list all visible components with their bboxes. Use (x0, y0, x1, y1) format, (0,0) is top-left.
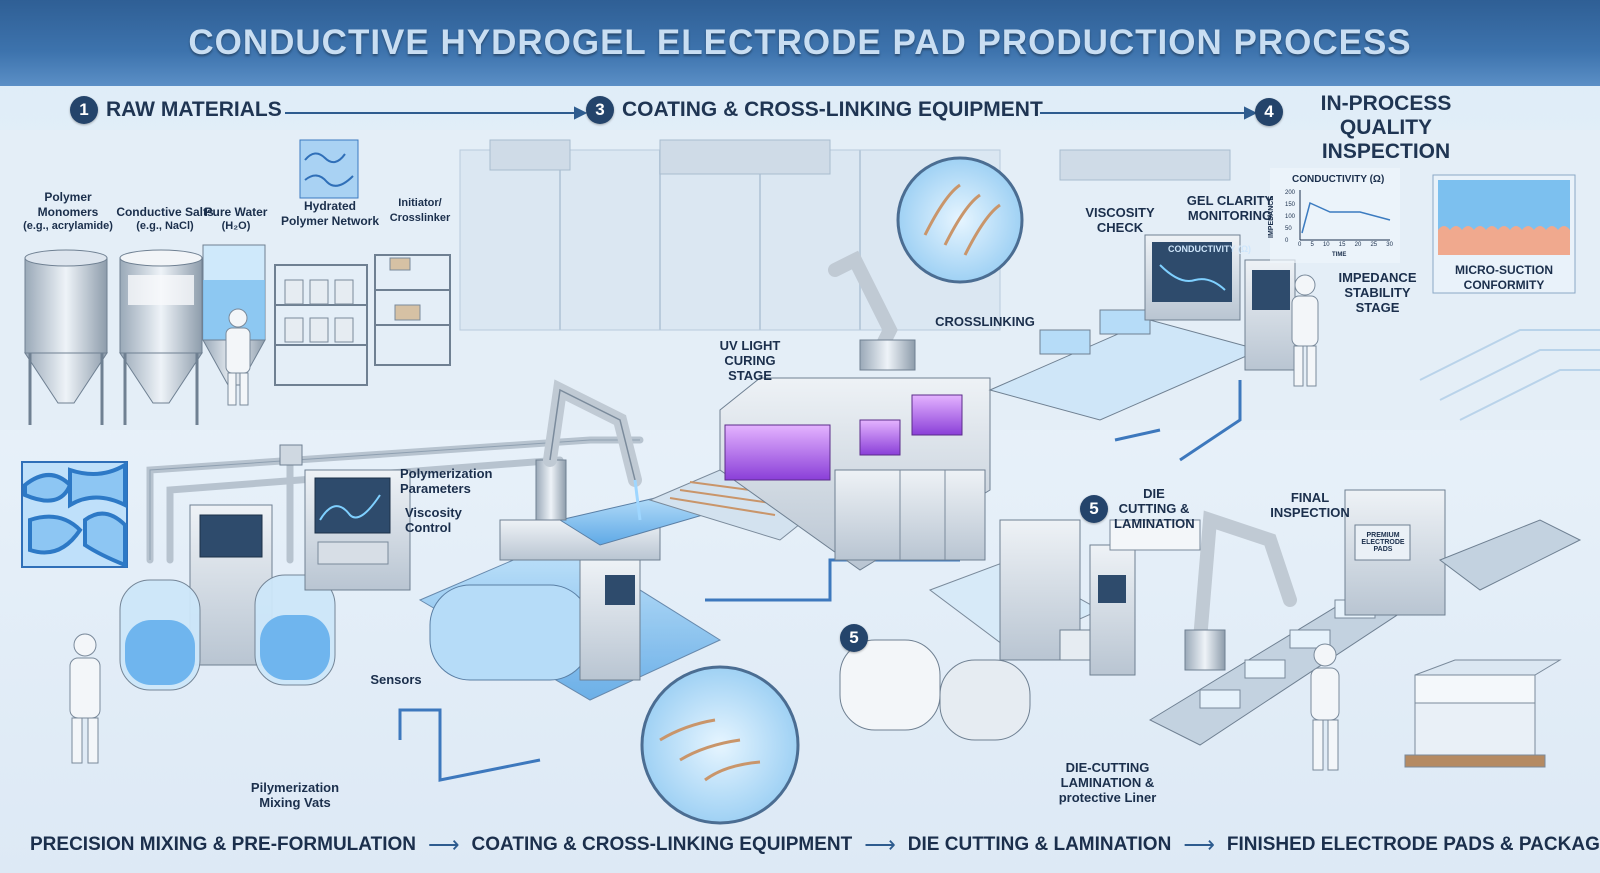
water-name: Pure Water (204, 205, 268, 219)
label-sensors: Sensors (370, 672, 422, 687)
screen-title: CONDUCTIVITY (Ω) (1168, 244, 1252, 254)
y-tick: 200 (1285, 190, 1296, 196)
label-uv-curing: UV LIGHT CURING STAGE (719, 338, 781, 383)
label-network: Hydrated Polymer Network (280, 199, 380, 228)
bottom-flow: PRECISION MIXING & PRE-FORMULATION ⟶ COA… (30, 832, 1600, 858)
salts-name: Conductive Salts (116, 205, 214, 219)
y-tick: 50 (1285, 226, 1292, 232)
arrow-right-icon: ⟶ (1183, 832, 1215, 857)
x-tick: 30 (1386, 242, 1393, 248)
label-mixing-vats: Pilymerization Mixing Vats (250, 780, 340, 810)
label-polymer: Polymer Monomers (e.g., acrylamide) (18, 190, 118, 233)
chart-title: CONDUCTIVITY (Ω) (1292, 174, 1385, 185)
x-tick: 25 (1370, 242, 1378, 248)
chart-xlabel: TIME (1332, 252, 1347, 258)
die-cutting-marker: 5 (840, 624, 868, 652)
label-initiator: Initiator/ Crosslinker (389, 197, 451, 224)
step-label: IN-PROCESS QUALITY INSPECTION (1320, 92, 1452, 163)
step-inspection: 4 IN-PROCESS QUALITY INSPECTION (1255, 92, 1555, 164)
step-label: COATING & CROSS-LINKING EQUIPMENT (622, 98, 1043, 121)
label-viscosity-control: Viscosity Control (405, 505, 462, 535)
x-tick: 10 (1322, 242, 1330, 248)
step-number: 4 (1255, 98, 1283, 126)
flow-step-packaging: FINISHED ELECTRODE PADS & PACKAGING (1226, 834, 1600, 855)
flow-step-die-cutting: DIE CUTTING & LAMINATION (907, 834, 1172, 855)
label-gel-clarity: GEL CLARITY MONITORING (1186, 193, 1274, 223)
y-tick: 100 (1285, 214, 1296, 220)
step-raw-materials: 1 RAW MATERIALS (70, 96, 282, 124)
polymer-name: Polymer Monomers (37, 190, 99, 219)
label-viscosity-check: VISCOSITY CHECK (1085, 205, 1155, 235)
box-label: PREMIUM ELECTRODE PADS (1361, 532, 1405, 553)
x-tick: 15 (1338, 242, 1346, 248)
y-tick: 150 (1285, 202, 1296, 208)
flow-step-coating: COATING & CROSS-LINKING EQUIPMENT (471, 834, 853, 855)
step-number: 1 (70, 96, 98, 124)
die-cutting-text: DIE CUTTING & LAMINATION (1114, 486, 1195, 531)
arrow-right-icon: ⟶ (427, 832, 460, 857)
arrow-right-icon: ⟶ (864, 832, 896, 857)
step-number: 5 (1080, 494, 1108, 523)
page-title: CONDUCTIVE HYDROGEL ELECTRODE PAD PRODUC… (188, 23, 1412, 62)
chart-y-ticks: 200 150 100 50 0 (1285, 190, 1295, 244)
label-micro-suction: MICRO-SUCTION CONFORMITY (1455, 263, 1553, 292)
y-tick: 0 (1285, 238, 1289, 244)
label-final-inspection: FINAL INSPECTION (1270, 490, 1350, 520)
water-formula: (H₂O) (221, 220, 251, 232)
step-label: RAW MATERIALS (106, 98, 282, 121)
step-coating: 3 COATING & CROSS-LINKING EQUIPMENT (586, 96, 1043, 124)
label-die-lamination: DIE-CUTTING LAMINATION & protective Line… (1058, 760, 1157, 805)
chart-x-ticks: 0 5 10 15 20 25 30 (1298, 242, 1393, 248)
x-tick: 5 (1310, 242, 1314, 248)
step-number: 5 (840, 624, 868, 652)
salts-example: (e.g., NaCl) (136, 220, 194, 232)
label-salts: Conductive Salts (e.g., NaCl) (110, 205, 220, 233)
x-tick: 20 (1354, 242, 1362, 248)
chart-ylabel: IMPEDANCE (1268, 195, 1275, 238)
label-water: Pure Water (H₂O) (196, 205, 276, 233)
step-number: 3 (586, 96, 614, 124)
label-polymerization-params: Polymerization Parameters (400, 466, 493, 496)
label-crosslinking: CROSSLINKING (935, 314, 1035, 329)
x-tick: 0 (1298, 242, 1302, 248)
label-impedance: IMPEDANCE STABILITY STAGE (1338, 270, 1417, 315)
flow-step-mixing: PRECISION MIXING & PRE-FORMULATION (30, 834, 416, 855)
label-die-cutting: 5 DIE CUTTING & LAMINATION (1080, 486, 1195, 531)
polymer-example: (e.g., acrylamide) (23, 220, 113, 232)
title-banner: CONDUCTIVE HYDROGEL ELECTRODE PAD PRODUC… (0, 0, 1600, 86)
